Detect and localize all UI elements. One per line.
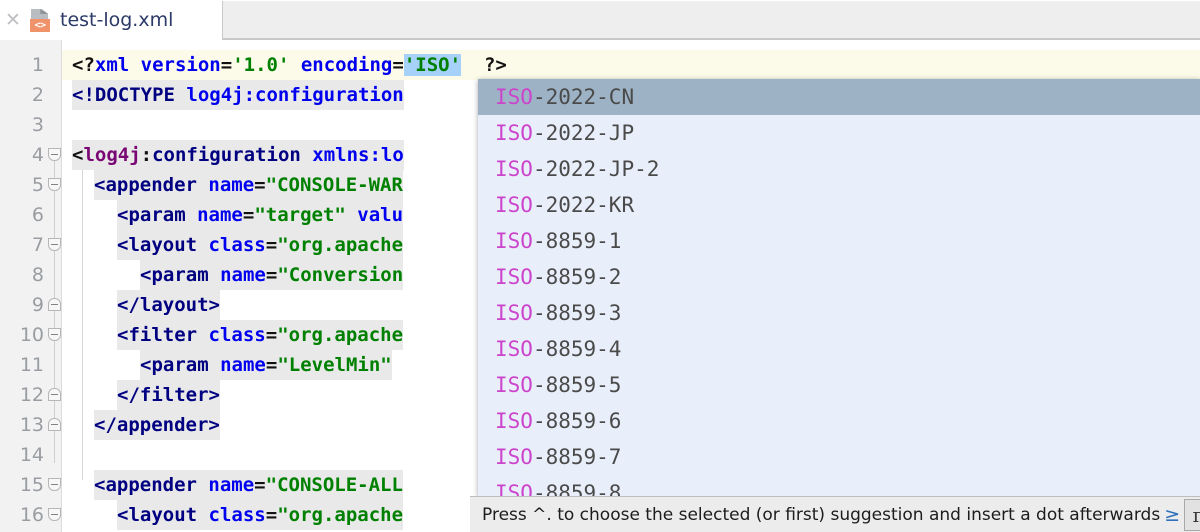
line-number: 5 <box>31 174 44 196</box>
line-number: 2 <box>31 84 44 106</box>
completion-item-rest: -8859-3 <box>532 301 622 325</box>
code-line-12: </filter> <box>117 380 220 410</box>
completion-item[interactable]: ISO-8859-8 <box>478 475 1200 497</box>
completion-item-rest: -8859-6 <box>532 409 622 433</box>
completion-item-rest: -2022-JP-2 <box>532 157 660 181</box>
completion-item[interactable]: ISO-8859-6 <box>478 403 1200 439</box>
line-number: 8 <box>31 264 44 286</box>
tab-test-log-xml[interactable]: ✕ <> test-log.xml <box>0 0 222 40</box>
fold-toggle-line-9[interactable] <box>48 298 61 311</box>
editor-tab-bar: ✕ <> test-log.xml <box>0 0 1200 40</box>
line-number: 13 <box>19 414 44 436</box>
tab-bar-empty-area <box>222 1 1200 39</box>
code-line-10: <filter class="org.apache <box>117 320 404 350</box>
completion-item-rest: -8859-7 <box>532 445 622 469</box>
completion-item-match: ISO <box>495 157 533 181</box>
completion-hint-bar: Press ^. to choose the selected (or firs… <box>470 496 1200 532</box>
line-number: 6 <box>31 204 44 226</box>
code-text-area[interactable]: <?xml version='1.0' encoding='ISO' ?> <!… <box>62 40 1200 532</box>
completion-item[interactable]: ISO-2022-KR <box>478 187 1200 223</box>
completion-item-match: ISO <box>495 481 533 497</box>
fold-toggle-line-5[interactable] <box>48 178 61 191</box>
fold-toggle-line-10[interactable] <box>48 328 61 341</box>
completion-item-match: ISO <box>495 409 533 433</box>
completion-item-rest: -8859-5 <box>532 373 622 397</box>
completion-item-rest: -8859-4 <box>532 337 622 361</box>
completion-item-match: ISO <box>495 121 533 145</box>
completion-item-match: ISO <box>495 229 533 253</box>
fold-toggle-line-7[interactable] <box>48 238 61 251</box>
code-line-15: <appender name="CONSOLE-ALL <box>94 470 403 500</box>
caret-line-highlight <box>62 50 1200 80</box>
fold-toggle-line-13[interactable] <box>48 418 61 431</box>
completion-item-rest: -2022-CN <box>532 85 635 109</box>
hint-bar-actions: ≥ π <box>1160 497 1200 532</box>
greater-equal-icon[interactable]: ≥ <box>1164 503 1181 526</box>
completion-item-rest: -2022-KR <box>532 193 635 217</box>
xml-badge-label: <> <box>30 19 50 32</box>
code-line-9: </layout> <box>117 290 220 320</box>
indent-guide <box>82 170 83 480</box>
code-line-16: <layout class="org.apache <box>117 500 404 530</box>
completion-item-match: ISO <box>495 337 533 361</box>
pi-settings-icon[interactable]: π <box>1184 498 1200 531</box>
code-line-13: </appender> <box>94 410 220 440</box>
line-number: 9 <box>31 294 44 316</box>
code-line-6: <param name="target" valu <box>117 200 404 230</box>
fold-toggle-line-16[interactable] <box>48 508 61 521</box>
completion-hint-text: Press ^. to choose the selected (or firs… <box>482 504 1161 525</box>
completion-item[interactable]: ISO-8859-3 <box>478 295 1200 331</box>
completion-item-rest: -8859-8 <box>532 481 622 497</box>
code-line-8: <param name="Conversion <box>140 260 404 290</box>
line-number: 15 <box>19 474 44 496</box>
xml-file-icon: <> <box>28 8 52 32</box>
line-number: 10 <box>19 324 44 346</box>
completion-item[interactable]: ISO-2022-JP-2 <box>478 151 1200 187</box>
completion-item[interactable]: ISO-8859-2 <box>478 259 1200 295</box>
line-number: 1 <box>31 54 44 76</box>
code-line-1: <?xml version='1.0' encoding='ISO' ?> <box>72 54 507 76</box>
fold-toggle-line-15[interactable] <box>48 478 61 491</box>
completion-item[interactable]: ISO-8859-1 <box>478 223 1200 259</box>
line-number: 3 <box>31 114 44 136</box>
line-number: 11 <box>19 354 44 376</box>
completion-item[interactable]: ISO-2022-JP <box>478 115 1200 151</box>
completion-item-match: ISO <box>495 445 533 469</box>
code-line-7: <layout class="org.apache <box>117 230 404 260</box>
tab-title: test-log.xml <box>60 9 174 31</box>
code-line-5: <appender name="CONSOLE-WAR <box>94 170 403 200</box>
completion-item[interactable]: ISO-8859-7 <box>478 439 1200 475</box>
completion-item-match: ISO <box>495 373 533 397</box>
completion-item-match: ISO <box>495 301 533 325</box>
fold-toggle-line-12[interactable] <box>48 388 61 401</box>
gutter-separator <box>61 40 62 532</box>
close-icon[interactable]: ✕ <box>5 8 21 31</box>
code-line-11: <param name="LevelMin" <box>140 350 392 380</box>
code-line-4: <log4j:configuration xmlns:lo <box>72 140 404 170</box>
completion-item[interactable]: ISO-2022-CN <box>478 79 1200 115</box>
completion-item[interactable]: ISO-8859-5 <box>478 367 1200 403</box>
document-fold-corner <box>40 9 48 14</box>
completion-item-rest: -8859-1 <box>532 229 622 253</box>
line-number: 12 <box>19 384 44 406</box>
completion-item-rest: -8859-2 <box>532 265 622 289</box>
completion-item-match: ISO <box>495 85 533 109</box>
code-line-2: <!DOCTYPE log4j:configuration <box>72 80 404 110</box>
line-number: 7 <box>31 234 44 256</box>
fold-toggle-line-4[interactable] <box>48 148 61 161</box>
line-number: 16 <box>19 504 44 526</box>
completion-item-match: ISO <box>495 193 533 217</box>
line-number: 4 <box>31 144 44 166</box>
completion-item-rest: -2022-JP <box>532 121 635 145</box>
line-number: 14 <box>19 444 44 466</box>
completion-item-match: ISO <box>495 265 533 289</box>
completion-item[interactable]: ISO-8859-4 <box>478 331 1200 367</box>
